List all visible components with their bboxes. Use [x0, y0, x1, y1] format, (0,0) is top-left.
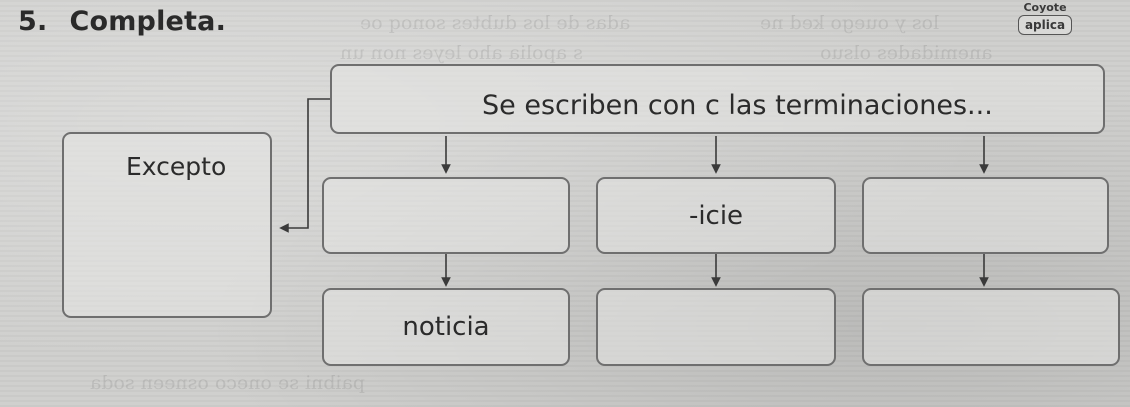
- exercise-number: 5.: [18, 6, 48, 37]
- excepto-label: Excepto: [126, 152, 227, 181]
- publisher-badge: Coyote aplica: [1012, 2, 1078, 35]
- excepto-box[interactable]: Excepto: [62, 132, 272, 318]
- excepto-connector-arrow: [279, 98, 330, 233]
- answer-box-middle-3[interactable]: [862, 177, 1109, 254]
- example-text: noticia: [402, 312, 490, 342]
- exercise-title: Completa.: [69, 6, 227, 37]
- answer-box-middle-1[interactable]: [322, 177, 570, 254]
- main-rule-text: Se escriben con c las terminaciones...: [482, 90, 993, 121]
- ending-box-icie: -icie: [596, 177, 836, 254]
- answer-box-bottom-3[interactable]: [862, 288, 1120, 366]
- answer-box-bottom-2[interactable]: [596, 288, 836, 366]
- exercise-heading: 5. Completa.: [18, 6, 226, 37]
- example-box-noticia: noticia: [322, 288, 570, 366]
- main-rule-box: Se escriben con c las terminaciones...: [330, 64, 1105, 134]
- badge-tag: aplica: [1017, 15, 1073, 35]
- ending-text: -icie: [688, 200, 744, 231]
- badge-brand: Coyote: [1023, 1, 1067, 14]
